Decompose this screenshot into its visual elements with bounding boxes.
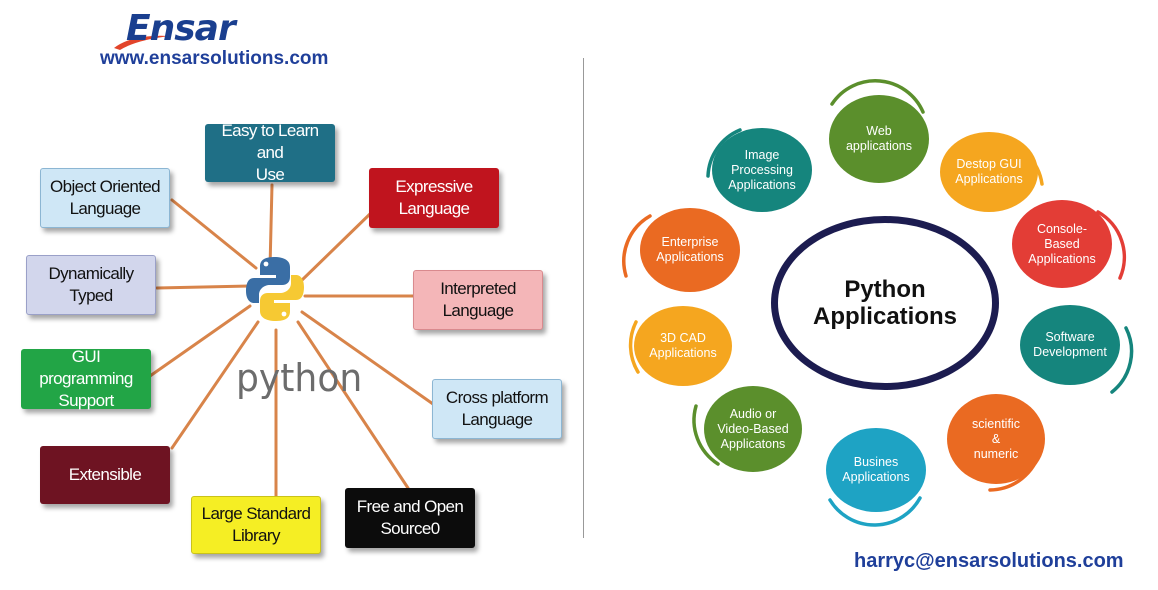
arc-console [1096, 210, 1127, 280]
python-applications-center: Python Applications [771, 216, 999, 390]
contact-email: harryc@ensarsolutions.com [854, 550, 1124, 572]
ensar-logo: Ensar [112, 6, 262, 54]
arc-image [706, 128, 742, 178]
connector-free [296, 320, 410, 490]
vertical-divider [583, 58, 584, 538]
arc-cad [628, 320, 640, 374]
center-title: Python Applications [812, 276, 957, 330]
app-scientific: scientific&numeric [947, 394, 1045, 484]
website-url: www.ensarsolutions.com [100, 48, 329, 69]
connector-lines [148, 183, 435, 499]
connector-easy [268, 183, 274, 270]
connector-extensible [170, 320, 260, 450]
connector-dynamic [155, 284, 252, 290]
arc-web [830, 79, 925, 114]
arc-enterprise [622, 214, 652, 278]
logo-swoosh-icon [114, 35, 170, 50]
feature-extensible: Extensible [40, 446, 170, 504]
arc-business [828, 496, 922, 527]
connector-oop [170, 198, 258, 270]
connector-gui [148, 304, 252, 378]
arc-audio [692, 404, 720, 466]
python-wordmark: python [236, 356, 363, 400]
python-logo-icon [246, 257, 304, 321]
connector-expressive [298, 210, 374, 284]
arc-software [1110, 326, 1134, 394]
connector-cross [300, 310, 435, 406]
logo-text: Ensar [126, 8, 236, 49]
